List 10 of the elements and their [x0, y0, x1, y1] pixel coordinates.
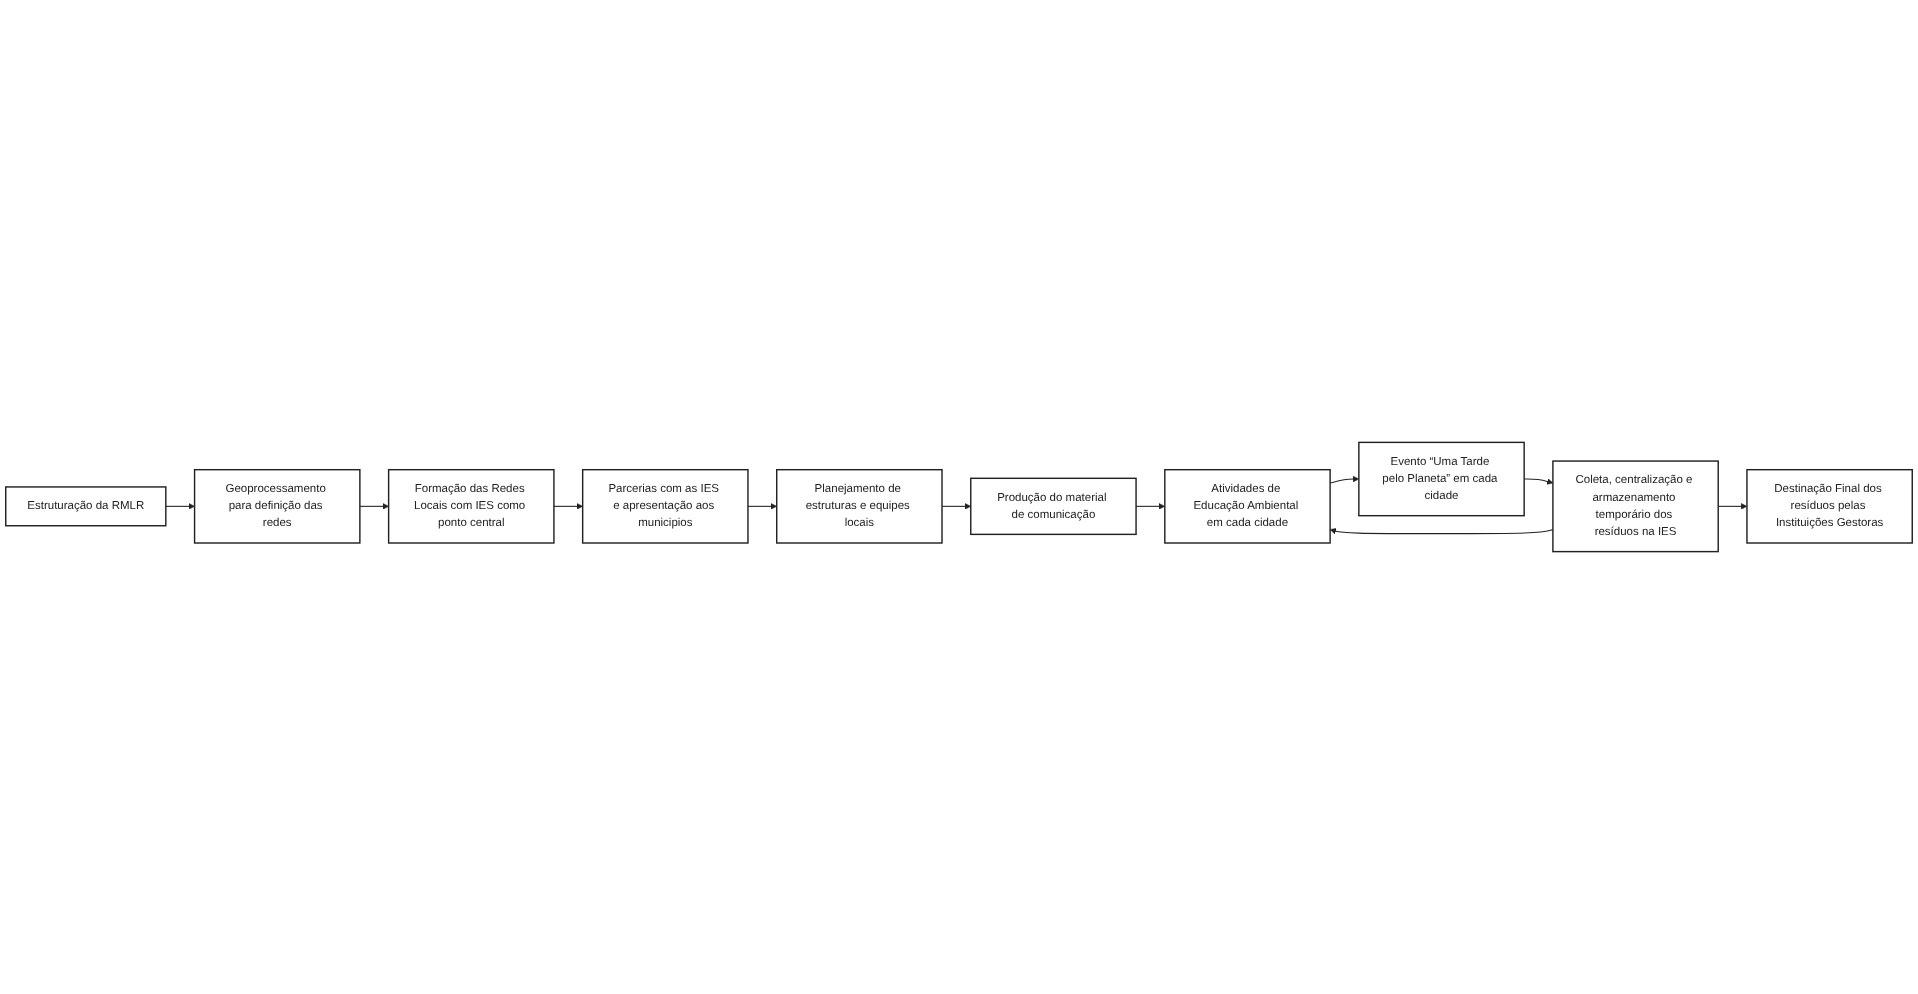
- arrow: [359, 503, 389, 510]
- arrow: [1135, 503, 1166, 510]
- arrow: [941, 503, 972, 510]
- arrow: [553, 503, 583, 510]
- arrow: [1329, 475, 1360, 484]
- arrow: [165, 503, 195, 510]
- arrow: [1329, 528, 1554, 535]
- arrow: [1523, 478, 1554, 485]
- arrow: [1717, 503, 1748, 510]
- arrow: [747, 503, 777, 510]
